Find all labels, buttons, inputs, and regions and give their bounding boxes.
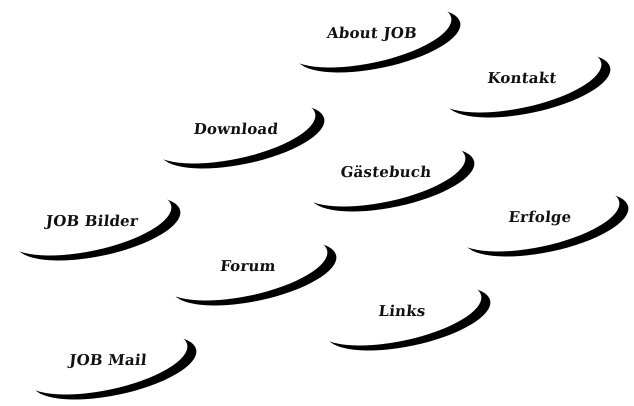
- swoosh-shape: [162, 235, 337, 306]
- nav-item-download[interactable]: Download: [146, 98, 326, 172]
- nav-item-mail[interactable]: JOB Mail: [18, 329, 198, 403]
- nav-item-links[interactable]: Links: [312, 280, 492, 354]
- nav-label-gaestebuch: Gästebuch: [339, 163, 433, 181]
- nav-label-about: About JOB: [326, 24, 418, 42]
- nav-item-kontakt[interactable]: Kontakt: [432, 47, 612, 121]
- swoosh-shape: [300, 141, 475, 212]
- swoosh-shape: [316, 280, 491, 351]
- swoosh-shape: [6, 190, 181, 261]
- nav-label-erfolge: Erfolge: [507, 208, 573, 226]
- nav-item-erfolge[interactable]: Erfolge: [450, 186, 630, 260]
- nav-label-mail: JOB Mail: [68, 351, 148, 369]
- nav-label-links: Links: [377, 302, 427, 320]
- swoosh-shape: [436, 47, 611, 118]
- nav-label-kontakt: Kontakt: [486, 69, 558, 87]
- swoosh-shape: [150, 98, 325, 169]
- nav-item-bilder[interactable]: JOB Bilder: [2, 190, 182, 264]
- swoosh-shape: [286, 2, 461, 73]
- swoosh-shape: [454, 186, 629, 257]
- nav-item-forum[interactable]: Forum: [158, 235, 338, 309]
- swoosh-shape: [22, 329, 197, 400]
- nav-label-forum: Forum: [219, 257, 277, 275]
- nav-item-gaestebuch[interactable]: Gästebuch: [296, 141, 476, 215]
- nav-item-about[interactable]: About JOB: [282, 2, 462, 76]
- nav-label-bilder: JOB Bilder: [45, 212, 139, 230]
- nav-label-download: Download: [192, 120, 280, 138]
